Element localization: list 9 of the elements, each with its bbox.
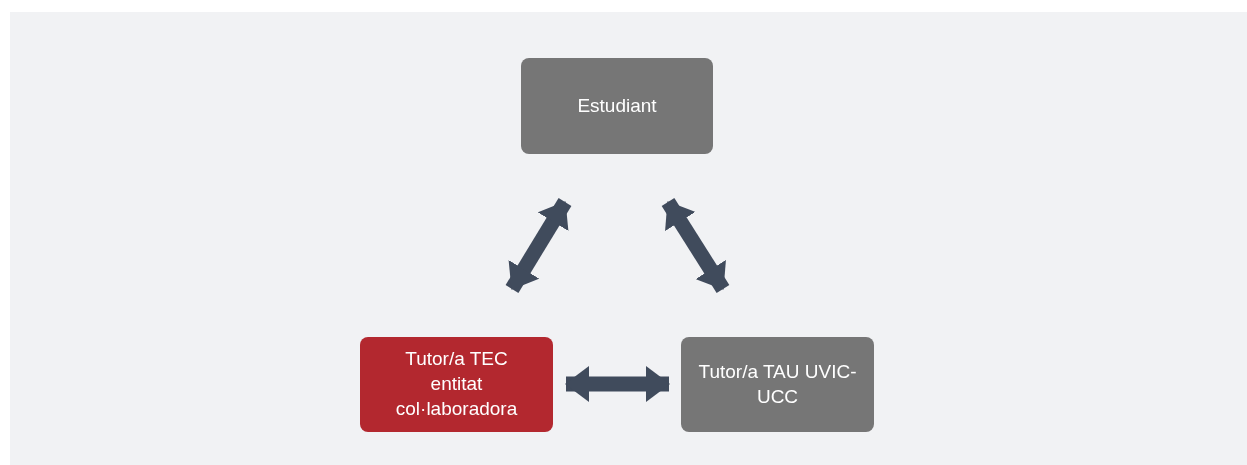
process-box — [681, 337, 874, 432]
node-label: Estudiant — [577, 93, 657, 118]
node-label: Tutor/a TEC entitat col·laboradora — [394, 347, 519, 421]
process-box — [360, 337, 553, 432]
double-arrow — [505, 198, 572, 293]
node-label: Tutor/a TAU UVIC-UCC — [697, 359, 858, 409]
double-arrow — [661, 198, 730, 293]
double-arrow — [565, 366, 670, 402]
process-box — [521, 58, 713, 154]
